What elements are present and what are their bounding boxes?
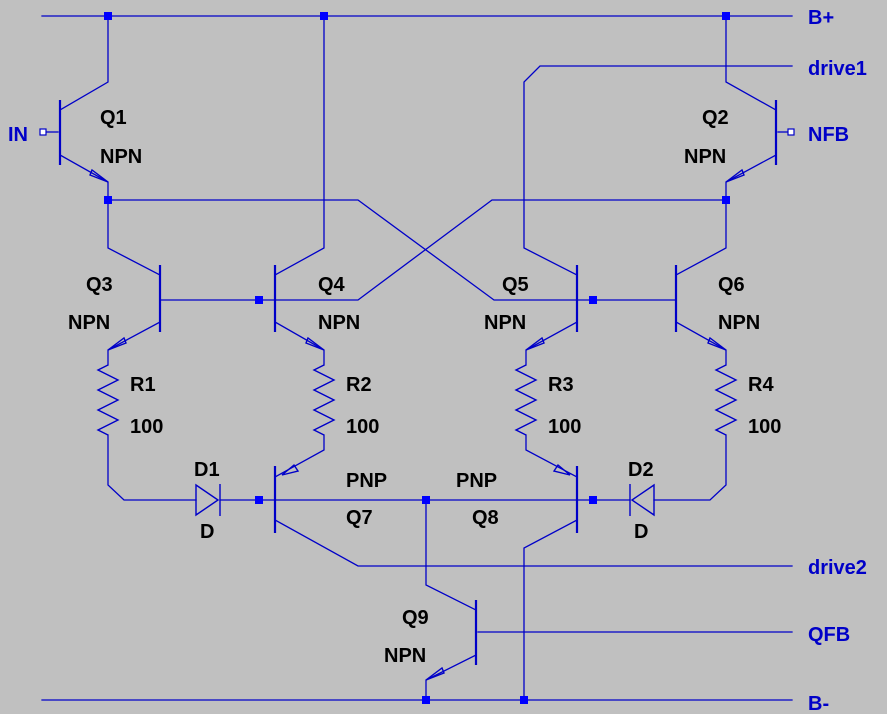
resistor-r2[interactable]	[312, 364, 336, 436]
net-label-qfb: QFB	[808, 624, 850, 646]
wire-emitter-bus-right	[274, 199, 727, 301]
label-r3-value: 100	[548, 416, 581, 438]
label-q9-type: NPN	[384, 645, 426, 667]
node-q2-emitter	[722, 196, 730, 204]
net-label-bplus: B+	[808, 7, 834, 29]
wire-q2-collector	[725, 15, 777, 111]
transistor-q8[interactable]	[552, 463, 579, 533]
wire-r1-to-d1	[107, 434, 197, 501]
label-r3-name: R3	[548, 374, 574, 396]
node-q1-emitter	[104, 196, 112, 204]
node-bminus-q8	[520, 696, 528, 704]
wire-r4-to-d2	[653, 434, 727, 501]
resistor-r3[interactable]	[514, 364, 538, 436]
transistor-q9[interactable]	[425, 600, 478, 681]
junction-nodes	[104, 12, 730, 704]
label-q8-name: Q8	[472, 507, 499, 529]
wire-q4-emitter	[274, 321, 325, 366]
label-q8-type: PNP	[456, 470, 497, 492]
label-q9-name: Q9	[402, 607, 429, 629]
label-q4-name: Q4	[318, 274, 346, 296]
node-bminus-q9	[422, 696, 430, 704]
wires	[41, 15, 793, 701]
label-q1-name: Q1	[100, 107, 127, 129]
node-q7-q8-bases	[422, 496, 430, 504]
label-q2-name: Q2	[702, 107, 729, 129]
label-q7-type: PNP	[346, 470, 387, 492]
node-bplus-q2	[722, 12, 730, 20]
transistor-q4[interactable]	[273, 265, 325, 351]
port-in-marker[interactable]	[39, 128, 47, 136]
diode-d2[interactable]	[629, 483, 655, 517]
label-q5-type: NPN	[484, 312, 526, 334]
transistor-q2[interactable]	[725, 100, 778, 183]
label-q7-name: Q7	[346, 507, 373, 529]
label-d2-model: D	[634, 521, 648, 543]
label-d1-name: D1	[194, 459, 220, 481]
port-nfb-marker[interactable]	[787, 128, 795, 136]
resistor-r1[interactable]	[96, 364, 120, 436]
label-q4-type: NPN	[318, 312, 360, 334]
wire-q4-collector	[274, 15, 325, 276]
resistor-r4[interactable]	[714, 364, 738, 436]
net-label-nfb: NFB	[808, 124, 849, 146]
label-d1-model: D	[200, 521, 214, 543]
wire-q1-emitter	[59, 154, 161, 276]
wire-q9-collector	[425, 499, 477, 611]
label-r1-value: 100	[130, 416, 163, 438]
label-d2-name: D2	[628, 459, 654, 481]
label-q1-type: NPN	[100, 146, 142, 168]
transistor-q7[interactable]	[273, 463, 300, 533]
net-label-bminus: B-	[808, 693, 829, 714]
label-q3-type: NPN	[68, 312, 110, 334]
node-q3-q4-base	[255, 296, 263, 304]
wire-q1-collector	[59, 15, 109, 111]
transistor-q6[interactable]	[674, 265, 727, 351]
node-bplus-q4	[320, 12, 328, 20]
transistor-q3[interactable]	[107, 265, 162, 351]
label-q6-type: NPN	[718, 312, 760, 334]
label-r1-name: R1	[130, 374, 156, 396]
wire-r2-to-q7	[274, 434, 325, 478]
node-bplus-q1	[104, 12, 112, 20]
label-r4-value: 100	[748, 416, 781, 438]
label-q2-type: NPN	[684, 146, 726, 168]
wire-drive1	[523, 65, 793, 276]
label-q6-name: Q6	[718, 274, 745, 296]
net-label-drive2: drive2	[808, 557, 867, 579]
label-r2-name: R2	[346, 374, 372, 396]
transistor-q5[interactable]	[525, 265, 579, 351]
label-q3-name: Q3	[86, 274, 113, 296]
transistor-q1[interactable]	[58, 100, 109, 183]
label-r4-name: R4	[748, 374, 774, 396]
node-q8-base	[589, 496, 597, 504]
wire-q7-collector	[274, 519, 793, 567]
wire-r3-to-q8	[525, 434, 578, 478]
label-r2-value: 100	[346, 416, 379, 438]
node-q5-q6-base	[589, 296, 597, 304]
diode-d1[interactable]	[195, 483, 221, 517]
net-label-drive1: drive1	[808, 58, 867, 80]
wire-q2-emitter	[675, 154, 777, 276]
wire-q8-collector	[523, 519, 578, 701]
net-label-in: IN	[8, 124, 28, 146]
node-q7-base	[255, 496, 263, 504]
label-q5-name: Q5	[502, 274, 529, 296]
